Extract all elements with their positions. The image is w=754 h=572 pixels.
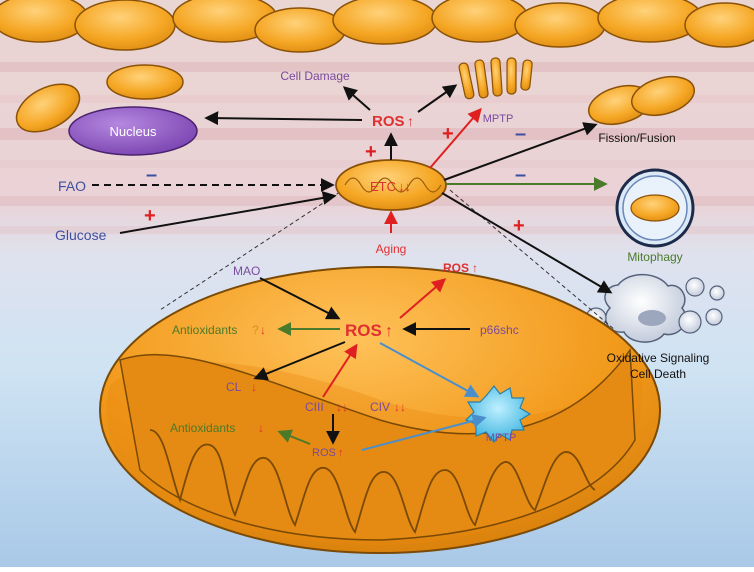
mao-label: MAO — [233, 264, 260, 278]
arrow-ros-to-cl — [253, 341, 346, 381]
arrow-ciii-to-ros — [322, 343, 358, 398]
glucose-label: Glucose — [55, 227, 107, 243]
antioxidants-top-down: ↓ — [260, 323, 266, 337]
cl-label: CL ? ↓ — [226, 380, 257, 394]
fission-fusion-mitochondria — [587, 75, 696, 126]
fission-fusion-label: Fission/Fusion — [598, 131, 675, 145]
cl-text: CL — [226, 380, 242, 394]
civ-text: CIV — [370, 400, 390, 414]
ros-bottom-label: ROS ↑ — [312, 447, 344, 459]
ros-zoom-big-label: ROS ↑ — [345, 321, 393, 340]
ros-zoom-big-up: ↑ — [385, 323, 393, 340]
left-mitochondria — [15, 64, 184, 133]
antioxidants-bottom-text: Antioxidants — [170, 421, 235, 435]
mptp-pore-icon — [464, 385, 532, 443]
cell-death-label: Cell Death — [630, 367, 686, 381]
ros-zoom-small-up: ↑ — [472, 261, 478, 275]
cell-death-icon — [585, 273, 725, 343]
plus-sign-cell-death: + — [513, 215, 525, 237]
arrow-ros-to-cell-damage — [342, 86, 371, 111]
p66shc-label: p66shc — [480, 323, 519, 337]
plus-sign-etc-ros: + — [365, 141, 377, 163]
cl-question: ? — [243, 380, 250, 394]
cell-damage-label: Cell Damage — [280, 69, 350, 83]
antioxidants-bottom-question: ? — [250, 421, 257, 435]
arrow-ros-to-nucleus — [204, 111, 363, 126]
plus-sign-glucose: + — [144, 205, 156, 227]
top-mitochondria-row — [0, 0, 754, 53]
ros-zoom-small-label: ROS ↑ — [443, 261, 478, 275]
nucleus: Nucleus — [68, 106, 198, 156]
arrow-mao-to-ros — [259, 277, 341, 320]
mptp-top-label: MPTP — [483, 113, 514, 125]
antioxidants-bottom-label: Antioxidants ? ↓ — [170, 421, 264, 435]
arrow-ros-bottom-to-antioxidants — [277, 429, 311, 445]
arrow-ros-to-ros-small — [399, 278, 447, 319]
plus-sign-etc-mptp: + — [442, 123, 454, 145]
mptp-zoom-label: MPTP — [486, 432, 517, 444]
nucleus-label: Nucleus — [110, 124, 157, 139]
ros-zoom-big-text: ROS — [345, 321, 382, 340]
oxidative-signaling-label: Oxidative Signaling — [607, 351, 710, 365]
etc-down: ↓↓ — [398, 179, 411, 194]
arrow-ros-to-mptp-zoom — [379, 342, 480, 398]
civ-down: ↓↓ — [394, 400, 406, 414]
ros-zoom-small-text: ROS — [443, 261, 469, 275]
minus-sign-fao: – — [146, 164, 157, 186]
minus-sign-fission: – — [515, 123, 526, 145]
arrow-glucose-to-etc — [119, 191, 337, 234]
arrow-ros-to-mptp — [417, 84, 458, 113]
civ-label: CIV ↓↓ — [370, 400, 406, 414]
arrow-etc-to-mptp — [429, 107, 482, 169]
ros-bottom-text: ROS — [312, 447, 336, 459]
mitophagy-icon — [615, 168, 695, 248]
ros-bottom-up: ↑ — [338, 447, 344, 459]
mitophagy-label: Mitophagy — [627, 250, 682, 264]
antioxidants-top-label: Antioxidants ? ↓ — [172, 323, 266, 337]
ros-top-label: ROS ↑ — [372, 113, 414, 130]
ciii-down: ↓↓ — [336, 400, 348, 414]
antioxidants-top-text: Antioxidants — [172, 323, 237, 337]
arrow-ros-bottom-to-mptp — [361, 414, 487, 451]
arrow-etc-to-fission-fusion — [443, 122, 598, 181]
ciii-label: CIII ↓↓ — [305, 400, 348, 414]
arrow-etc-to-cell-death — [441, 192, 613, 294]
etc-text: ETC — [370, 179, 396, 194]
aging-label: Aging — [376, 242, 407, 256]
mptp-fragments-icon — [458, 57, 533, 100]
etc-label: ETC ↓↓ — [370, 179, 411, 194]
ciii-text: CIII — [305, 400, 324, 414]
fao-label: FAO — [58, 178, 86, 194]
ros-top-text: ROS — [372, 113, 405, 130]
antioxidants-bottom-down: ↓ — [258, 421, 264, 435]
antioxidants-top-question: ? — [252, 323, 259, 337]
zoom-line-left — [159, 191, 341, 311]
ros-top-up: ↑ — [407, 113, 414, 129]
cl-down: ↓ — [251, 380, 257, 394]
minus-sign-mitophagy: – — [515, 164, 526, 186]
